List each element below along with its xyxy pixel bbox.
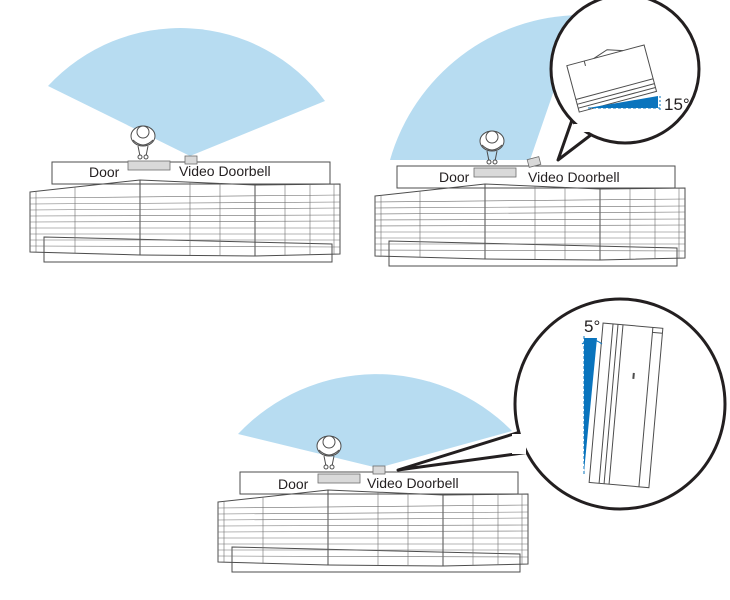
door-label: Door <box>278 476 309 492</box>
angle-marker-15 <box>588 96 658 108</box>
field-of-view-cone <box>48 28 325 157</box>
door-rect <box>317 473 361 484</box>
doorbell-label: Video Doorbell <box>367 475 459 491</box>
door-rect <box>127 160 171 171</box>
doorbell-icon <box>588 322 664 489</box>
field-of-view-cone <box>238 374 512 468</box>
doorbell-icon <box>526 156 542 168</box>
doorbell-label: Video Doorbell <box>528 169 620 185</box>
person-icon <box>130 125 156 160</box>
door-rect <box>473 167 517 178</box>
doorbell-icon <box>566 44 658 113</box>
scene-straight-install: Door Video Doorbell <box>29 28 341 263</box>
person-icon <box>316 435 342 470</box>
magnifier-callout: 15° <box>549 0 701 162</box>
scene-15-degree-install: Door Video Doorbell 15° <box>374 0 701 267</box>
angle-label: 15° <box>664 95 690 114</box>
doorbell-icon <box>184 155 198 165</box>
doorbell-icon <box>372 465 386 475</box>
door-label: Door <box>89 164 120 180</box>
field-of-view-cone <box>390 15 580 160</box>
magnifier-callout: 5° <box>396 297 727 511</box>
doorbell-label: Video Doorbell <box>179 163 271 179</box>
scene-5-degree-install: Door Video Doorbell 5° <box>217 297 727 573</box>
door-label: Door <box>439 169 470 185</box>
angle-label: 5° <box>584 317 600 336</box>
angle-marker-5 <box>584 338 597 472</box>
